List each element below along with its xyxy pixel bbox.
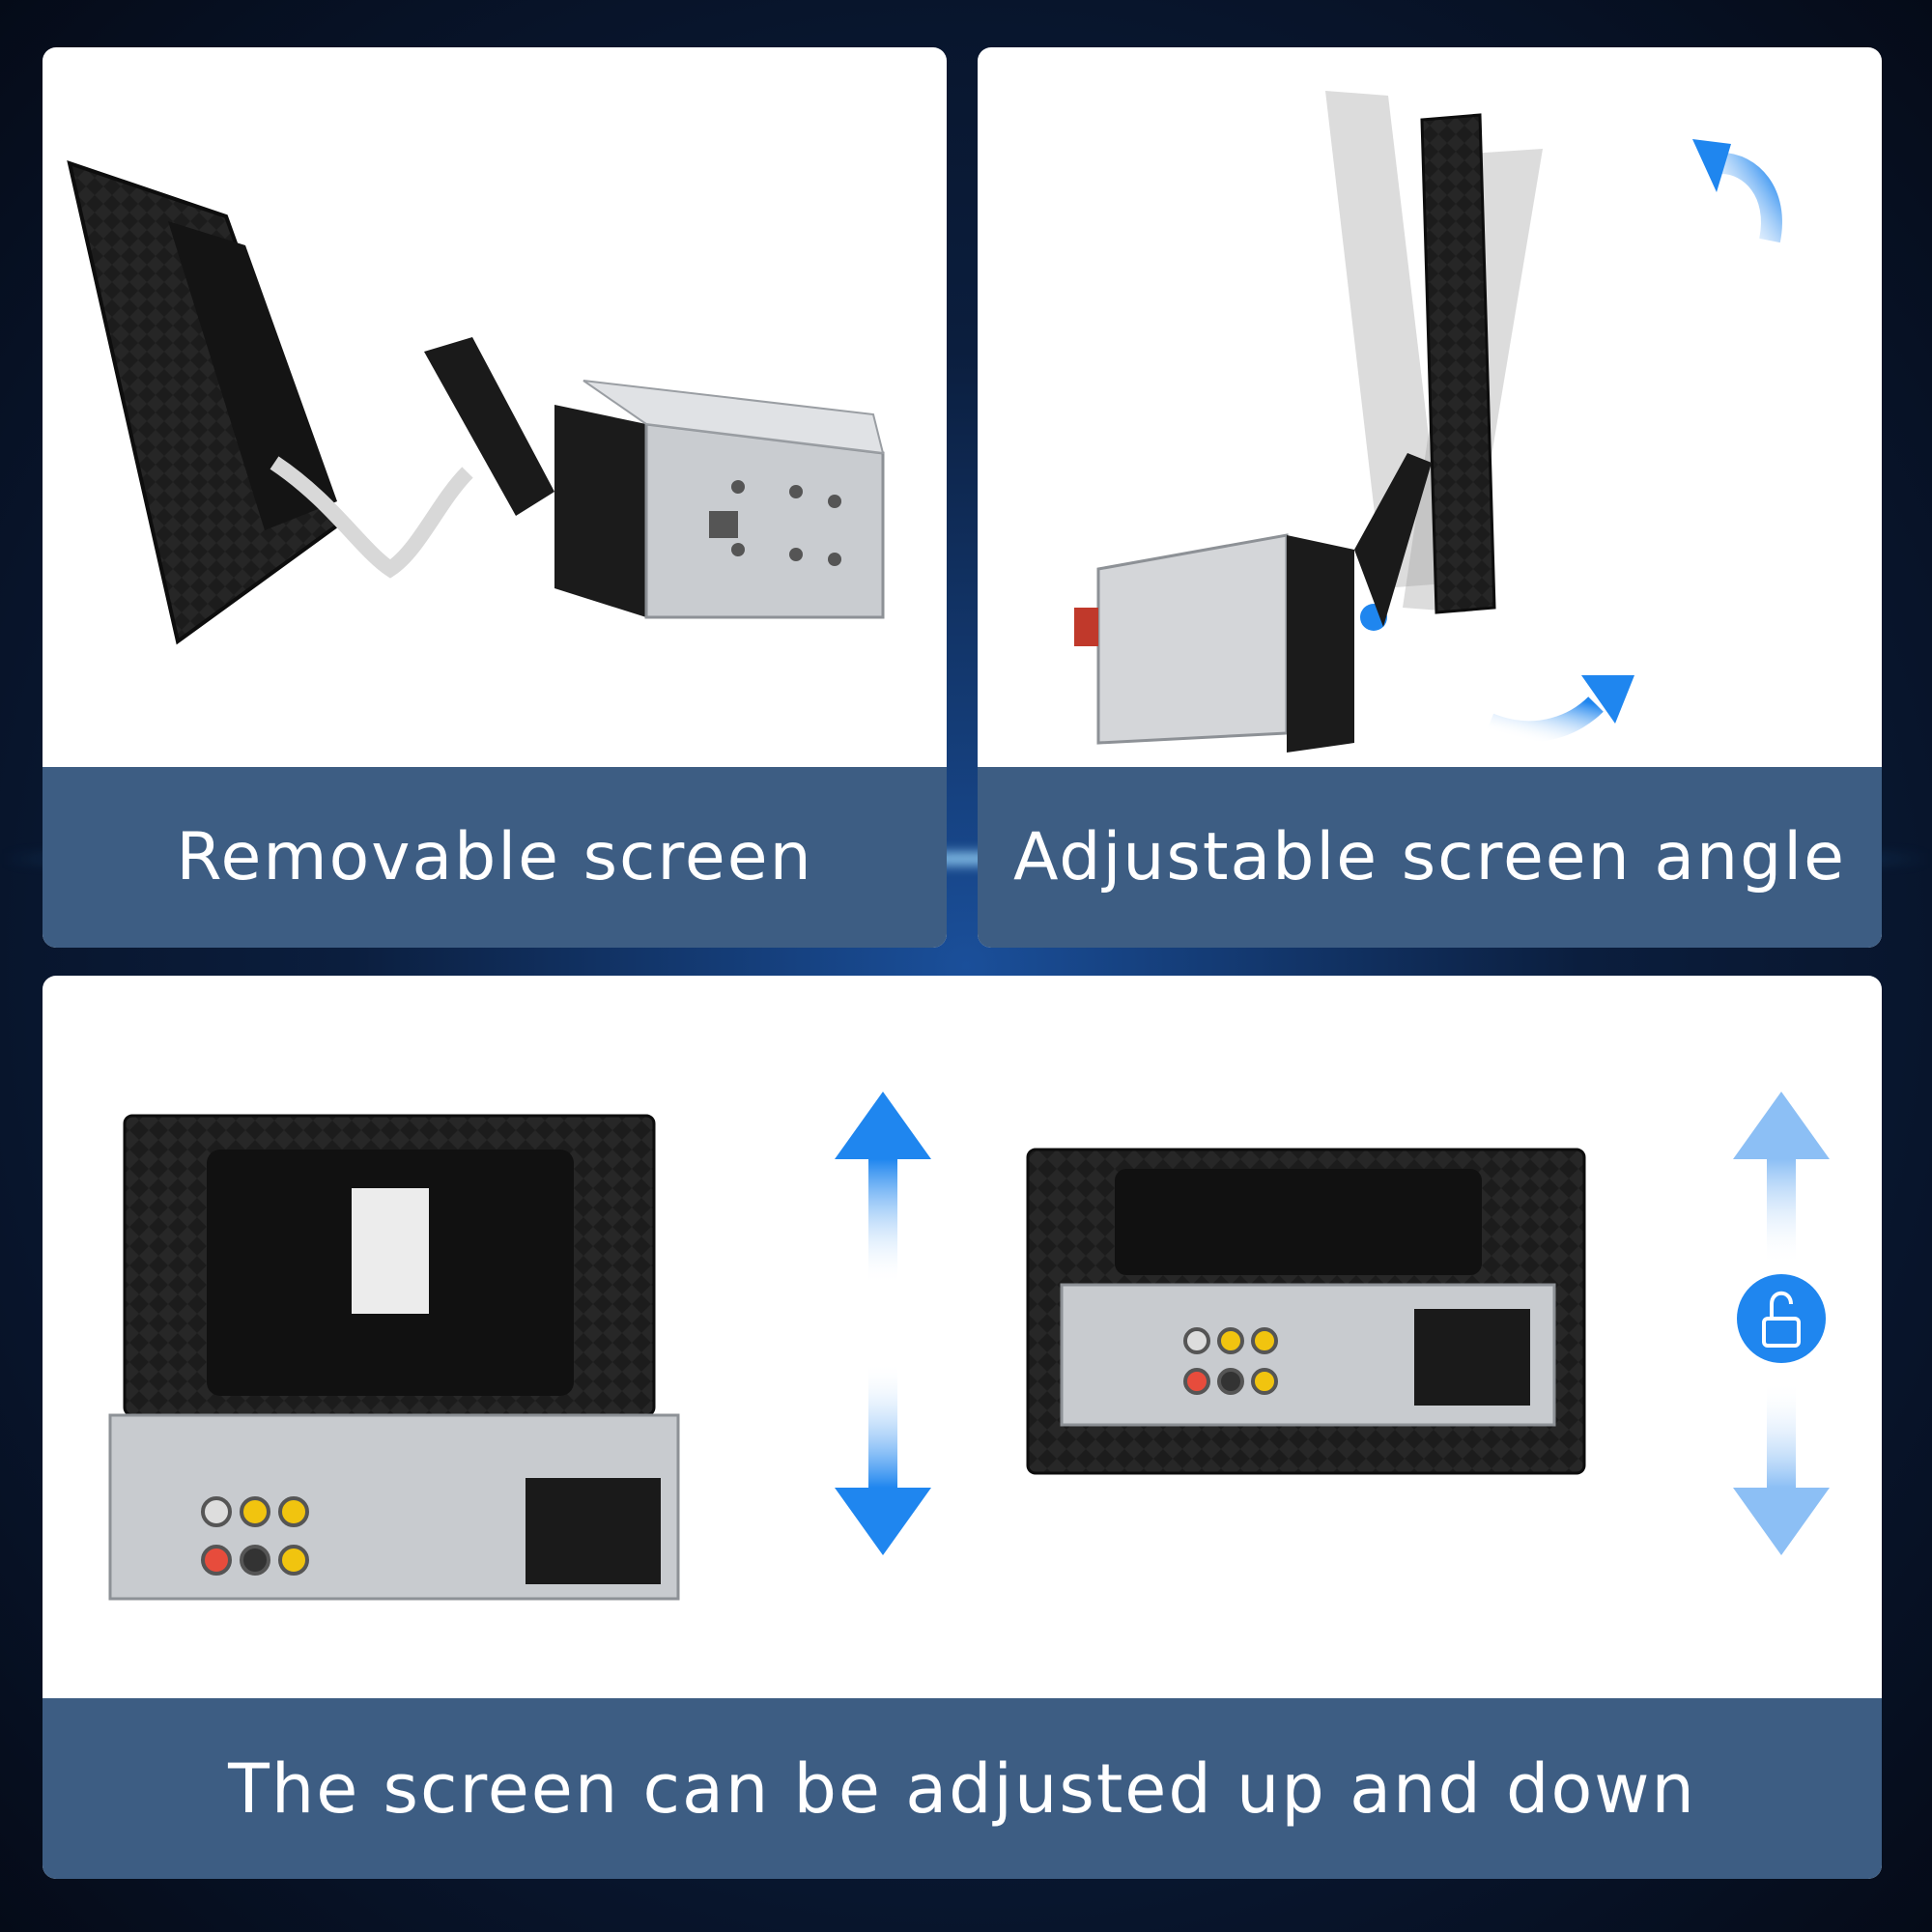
screen-main <box>1420 113 1496 614</box>
curved-arrow-icon <box>1720 153 1782 243</box>
unit-raised <box>108 1114 680 1601</box>
caption-up-down: The screen can be adjusted up and down <box>43 1698 1882 1879</box>
panel-up-down-adjust: The screen can be adjusted up and down <box>43 976 1882 1879</box>
panel-removable-screen: Removable screen <box>43 47 947 948</box>
chassis-top <box>582 380 885 455</box>
rca-ports-lowered <box>1183 1327 1278 1395</box>
curved-arrow-icon-lower <box>1485 696 1604 743</box>
curved-arrow-head-icon-lower <box>1581 675 1634 724</box>
panel-adjustable-angle: Adjustable screen angle <box>978 47 1882 948</box>
bracket-arm <box>424 337 554 516</box>
unlock-icon <box>1737 1274 1826 1363</box>
removable-screen-illustration <box>67 159 885 645</box>
iso-connector <box>526 1478 661 1584</box>
curved-arrow-head-icon <box>1692 139 1731 192</box>
chassis-holes <box>709 480 841 566</box>
faceplate <box>554 405 646 617</box>
caption-removable-screen: Removable screen <box>43 767 947 948</box>
ribbon-label <box>352 1188 429 1314</box>
faceplate <box>1287 535 1354 753</box>
mount-housing-lowered <box>1115 1169 1482 1275</box>
up-down-illustration <box>108 1092 1830 1601</box>
screen-mount-plate <box>168 221 337 530</box>
ribbon-cable <box>270 456 473 579</box>
unit-lowered <box>1026 1148 1586 1475</box>
chassis <box>1096 533 1289 745</box>
up-down-arrow-light-icon <box>1733 1092 1830 1555</box>
chassis <box>644 422 885 619</box>
iso-connector-lowered <box>1414 1309 1530 1406</box>
red-connector <box>1074 608 1098 646</box>
rca-ports <box>201 1496 309 1576</box>
adjustable-angle-illustration <box>1074 91 1782 753</box>
up-down-arrow-icon <box>835 1092 931 1555</box>
bracket-arm <box>1354 453 1432 627</box>
caption-adjustable-angle: Adjustable screen angle <box>978 767 1882 948</box>
